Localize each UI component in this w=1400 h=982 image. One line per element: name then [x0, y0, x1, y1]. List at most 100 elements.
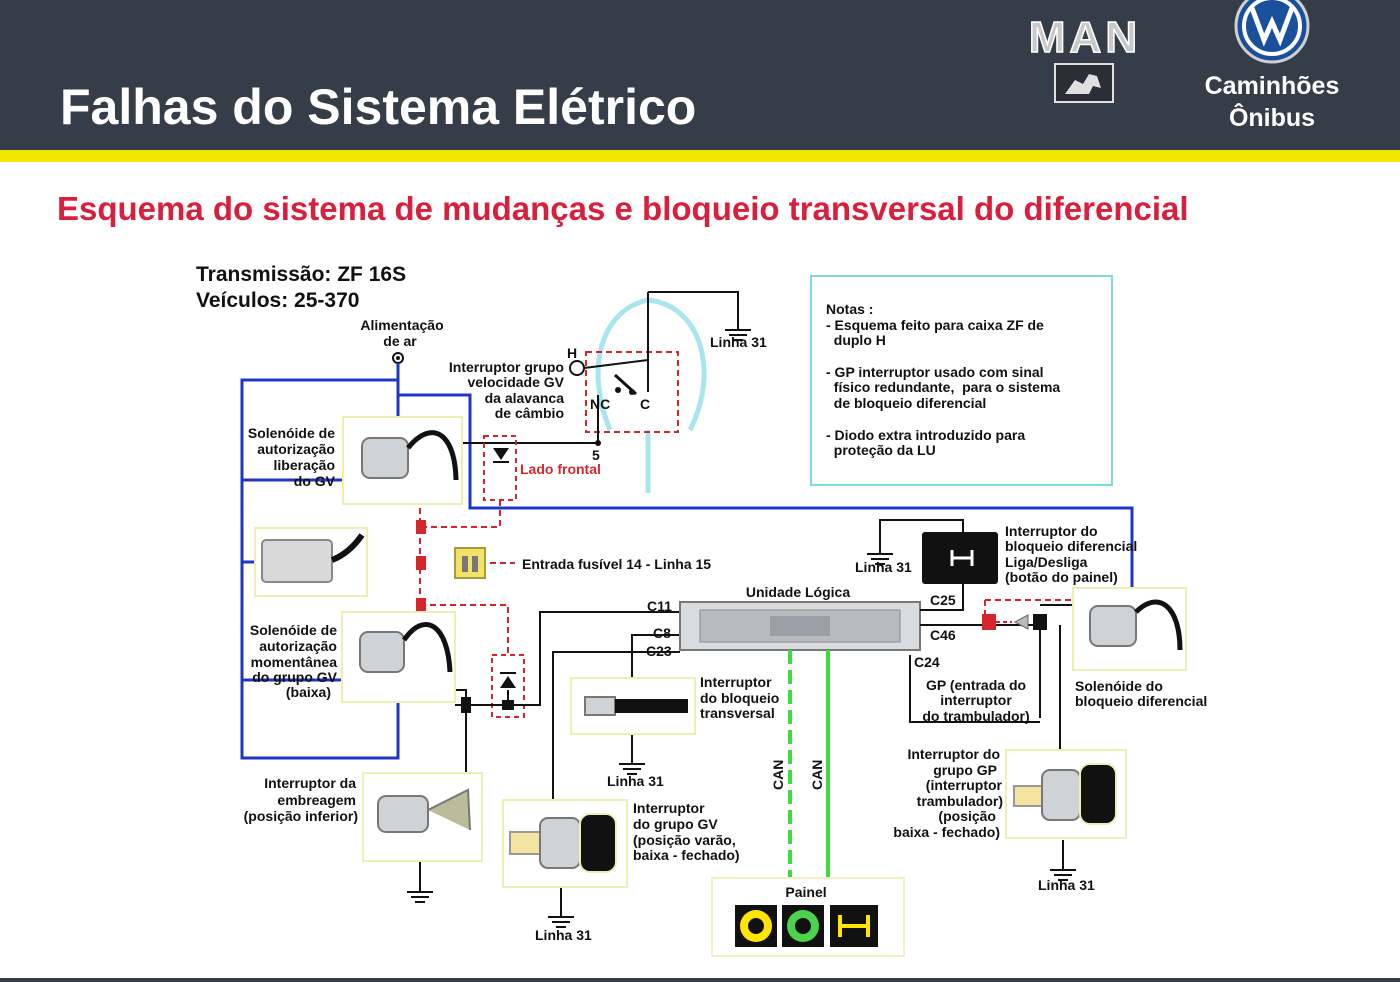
clutch-switch-label-1: Interruptor da: [264, 775, 356, 791]
transverse-lock-label-1: Interruptor: [700, 674, 772, 690]
rear-diode-box: [491, 654, 525, 718]
air-supply-label-1: Alimentação: [360, 317, 443, 333]
gp-entry-label-1: GP (entrada do: [926, 677, 1026, 693]
air-lines: [240, 363, 1134, 760]
man-logo: MAN: [1028, 14, 1141, 103]
air-supply-label-2: de ar: [383, 333, 417, 349]
solenoid-momentary-gv: [341, 611, 456, 703]
pin-h-label: H: [567, 345, 577, 361]
clutch-switch-label-2: embreagem: [277, 792, 356, 808]
gv-group-switch-label-3: (posição varão,: [633, 832, 736, 848]
page-title: Falhas do Sistema Elétrico: [60, 79, 697, 135]
fuse-icon: [454, 547, 486, 579]
ground-diff-label: Linha 31: [855, 559, 912, 575]
pin-h-terminal: [569, 360, 585, 376]
gp-entry-label-3: do trambulador): [922, 708, 1029, 724]
solenoid-momentary-label-1: Solenóide de: [250, 622, 337, 638]
clutch-switch-label-3: (posição inferior): [244, 808, 358, 824]
pin-5-label: 5: [592, 447, 600, 463]
solenoid-momentary-label-4: do grupo GV: [252, 669, 337, 685]
gv-group-switch-device: [502, 799, 628, 888]
gv-switch-label-2: velocidade GV: [468, 374, 565, 390]
notes-box: [810, 275, 1113, 486]
fuse-entry-label: Entrada fusível 14 - Linha 15: [522, 556, 711, 572]
solenoid-release-label-3: liberação: [274, 457, 335, 473]
notes-line-2: duplo H: [826, 332, 886, 348]
panel-label: Painel: [785, 884, 826, 900]
diff-lock-switch-label-1: Interruptor do: [1005, 523, 1098, 539]
solenoid-release-label-1: Solenóide de: [248, 425, 335, 441]
transmission-label: Transmissão: ZF 16S: [196, 263, 406, 286]
connector-c46: C46: [930, 627, 956, 643]
connector-c23: C23: [646, 643, 672, 659]
gp-switch-label-4: trambulador): [917, 793, 1003, 809]
brand-caminhoes: Caminhões: [1204, 72, 1340, 100]
transverse-lock-switch-device: [570, 677, 696, 735]
man-wordmark: MAN: [1029, 14, 1141, 62]
notes-line-5: de bloqueio diferencial: [826, 395, 986, 411]
gv-group-switch-label-4: baixa - fechado): [633, 847, 740, 863]
gp-switch-device: [1005, 749, 1127, 839]
panel-warning-icons: [735, 905, 878, 947]
diff-lock-switch-label-4: (botão do painel): [1005, 569, 1118, 585]
gv-group-switch-label-1: Interruptor: [633, 800, 705, 816]
transverse-lock-label-2: do bloqueio: [700, 690, 779, 706]
notes-title: Notas :: [826, 301, 873, 317]
gv-group-switch-label-2: do grupo GV: [633, 816, 718, 832]
gp-switch-label-3: (interruptor: [926, 777, 1003, 793]
gp-entry-label-2: interruptor: [940, 692, 1012, 708]
solenoid-release-label-4: do GV: [294, 473, 336, 489]
transverse-lock-label-3: transversal: [700, 705, 775, 721]
vw-logo: [1234, 0, 1310, 64]
header-bar: [0, 0, 1400, 150]
gp-switch-label-2: grupo GP: [933, 762, 997, 778]
diff-lock-switch-label-2: bloqueio diferencial: [1005, 538, 1137, 554]
ground-gp-label: Linha 31: [1038, 877, 1095, 893]
brand-onibus: Ônibus: [1228, 104, 1316, 132]
notes-line-1: - Esquema feito para caixa ZF de: [826, 317, 1044, 333]
ground-gv-group-label: Linha 31: [535, 927, 592, 943]
connector-c8: C8: [653, 625, 671, 641]
gv-switch-box: [585, 351, 679, 433]
connector-c11: C11: [647, 598, 672, 614]
accent-bar: [0, 150, 1400, 162]
solenoid-momentary-label-3: momentânea: [251, 654, 338, 670]
solenoid-release-label-2: autorização: [257, 441, 335, 457]
solenoid-momentary-label-5: (baixa): [286, 684, 331, 700]
ground-transverse-label: Linha 31: [607, 773, 664, 789]
gear-lever-outline: [595, 297, 707, 493]
notes-line-7: proteção da LU: [826, 442, 936, 458]
diagram-subtitle: Esquema do sistema de mudanças e bloquei…: [57, 190, 1189, 227]
gp-switch-label-5: (posição: [938, 808, 996, 824]
connector-c24: C24: [914, 654, 940, 670]
gp-switch-label-6: baixa - fechado): [893, 824, 1000, 840]
solenoid-momentary-label-2: autorização: [259, 638, 337, 654]
clutch-switch-device: [362, 772, 483, 862]
solenoid-release-gv: [342, 416, 463, 505]
logic-unit: [679, 601, 921, 651]
solenoid-diff-lock-label-2: bloqueio diferencial: [1075, 693, 1207, 709]
front-diode-box: [483, 435, 517, 501]
gv-switch-label-3: da alavanca: [485, 390, 565, 406]
notes-line-4: físico redundante, para o sistema: [826, 379, 1060, 395]
pin-c-label: C: [640, 396, 650, 412]
vehicles-label: Veículos: 25-370: [196, 289, 359, 312]
can-label-1: CAN: [770, 760, 786, 790]
notes-line-3: - GP interruptor usado com sinal: [826, 364, 1044, 380]
pin-nc-label: NC: [590, 396, 610, 412]
notes-line-6: - Diodo extra introduzido para: [826, 427, 1025, 443]
can-label-2: CAN: [809, 760, 825, 790]
connector-c25: C25: [930, 592, 956, 608]
bottom-border: [0, 978, 1400, 982]
solenoid-diff-lock-label-1: Solenóide do: [1075, 678, 1163, 694]
gv-switch-label-4: de câmbio: [495, 405, 564, 421]
gp-switch-label-1: Interruptor do: [907, 746, 1000, 762]
logic-unit-label: Unidade Lógica: [746, 584, 850, 600]
gv-switch-label-1: Interruptor grupo: [449, 359, 564, 375]
solenoid-diff-lock-device: [1072, 587, 1187, 671]
valve-block: [254, 527, 368, 597]
diff-lock-switch-label-3: Liga/Desliga: [1005, 554, 1088, 570]
ground-top-label: Linha 31: [710, 334, 767, 350]
front-side-label: Lado frontal: [520, 461, 601, 477]
